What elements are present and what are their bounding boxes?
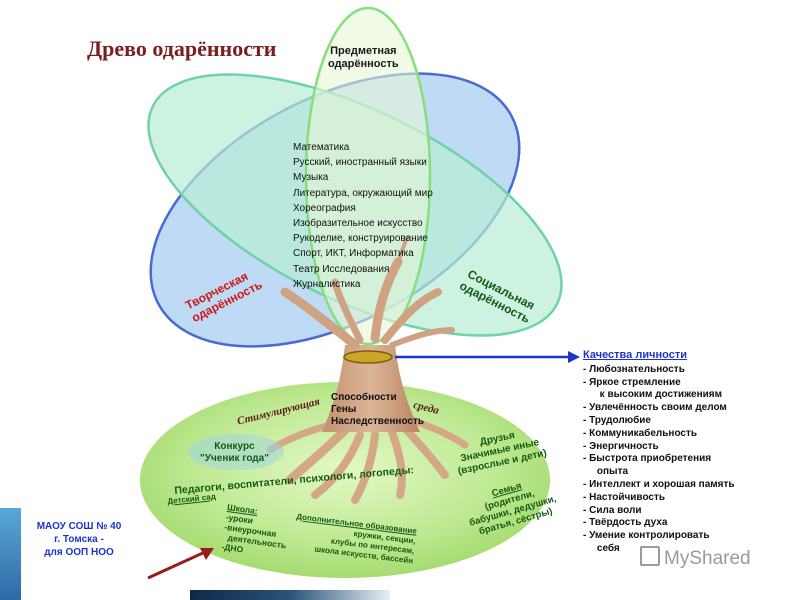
subject-item: Математика <box>293 142 350 153</box>
subject-gift-label: Предметная одарённость <box>328 45 399 71</box>
quality-item: опыта <box>583 466 629 478</box>
school-info-line: для ООП НОО <box>44 547 114 558</box>
watermark: MyShared <box>640 546 751 570</box>
qualities-heading: Качества личности <box>583 349 687 361</box>
quality-item: - Твёрдость духа <box>583 517 668 529</box>
qualities-block: Качества личности - Любознательность - Я… <box>583 349 735 556</box>
school-info-line: г. Томска - <box>54 534 104 545</box>
trunk-item: Способности <box>331 392 397 403</box>
side-accent-bar <box>0 508 21 600</box>
subject-item: Русский, иностранный языки <box>293 157 427 169</box>
page-title: Древо одарённости <box>87 36 277 61</box>
quality-item: - Умение контролировать <box>583 530 710 542</box>
subject-item: Изобразительное искусство <box>293 218 423 230</box>
quality-item: себя <box>583 542 620 554</box>
tree-trunk <box>322 345 420 432</box>
contest-label: Конкурс "Ученик года" <box>200 441 269 465</box>
quality-item: - Быстрота приобретения <box>583 453 712 465</box>
quality-item: - Коммуникабельность <box>583 427 698 439</box>
quality-item: - Любознательность <box>583 363 685 375</box>
school-arrow <box>147 550 206 580</box>
trunk-item: Наследственность <box>331 416 425 427</box>
watermark-logo-icon <box>640 546 660 566</box>
quality-item: - Увлечённость своим делом <box>583 402 727 414</box>
bottom-decor-bar <box>190 590 390 600</box>
school-block: Школа: -уроки -внеурочная деятельность -… <box>221 502 291 560</box>
subject-gift-line1: Предметная <box>330 45 397 57</box>
contest-line2: "Ученик года" <box>200 453 269 464</box>
school-info-box: МАОУ СОШ № 40 г. Томска - для ООП НОО <box>23 510 135 592</box>
subject-item: Хореография <box>293 202 356 214</box>
subject-item: Рукоделие, конструирование <box>293 233 428 245</box>
quality-item: - Настойчивость <box>583 491 666 503</box>
subject-item: Спорт, ИКТ, Информатика <box>293 248 414 260</box>
contest-bubble <box>188 434 284 470</box>
quality-item: к высоким достижениям <box>583 389 723 401</box>
school-arrow-head <box>200 548 214 560</box>
trunk-text: Способности Гены Наследственность <box>331 392 424 428</box>
subject-item: Театр Исследования <box>293 263 390 275</box>
subject-item: Журналистика <box>293 278 361 290</box>
tree-roots <box>266 416 469 504</box>
quality-item: - Трудолюбие <box>583 414 651 426</box>
quality-item: - Энергичность <box>583 440 659 452</box>
subject-item: Литература, окружающий мир <box>293 187 433 199</box>
school-info-line: МАОУ СОШ № 40 <box>36 521 122 532</box>
quality-item: - Сила воли <box>583 504 642 516</box>
quality-item: - Яркое стремление <box>583 376 681 388</box>
subject-list: Математика Русский, иностранный языки Му… <box>293 140 433 292</box>
trunk-ring <box>343 350 393 364</box>
contest-line1: Конкурс <box>214 441 255 452</box>
subject-gift-line2: одарённость <box>328 58 399 70</box>
qualities-arrow-head <box>568 351 580 363</box>
trunk-item: Гены <box>331 404 357 415</box>
quality-item: - Интеллект и хорошая память <box>583 478 735 490</box>
subject-item: Музыка <box>293 172 329 184</box>
tree-branches <box>280 236 455 350</box>
watermark-text: MyShared <box>664 548 751 569</box>
